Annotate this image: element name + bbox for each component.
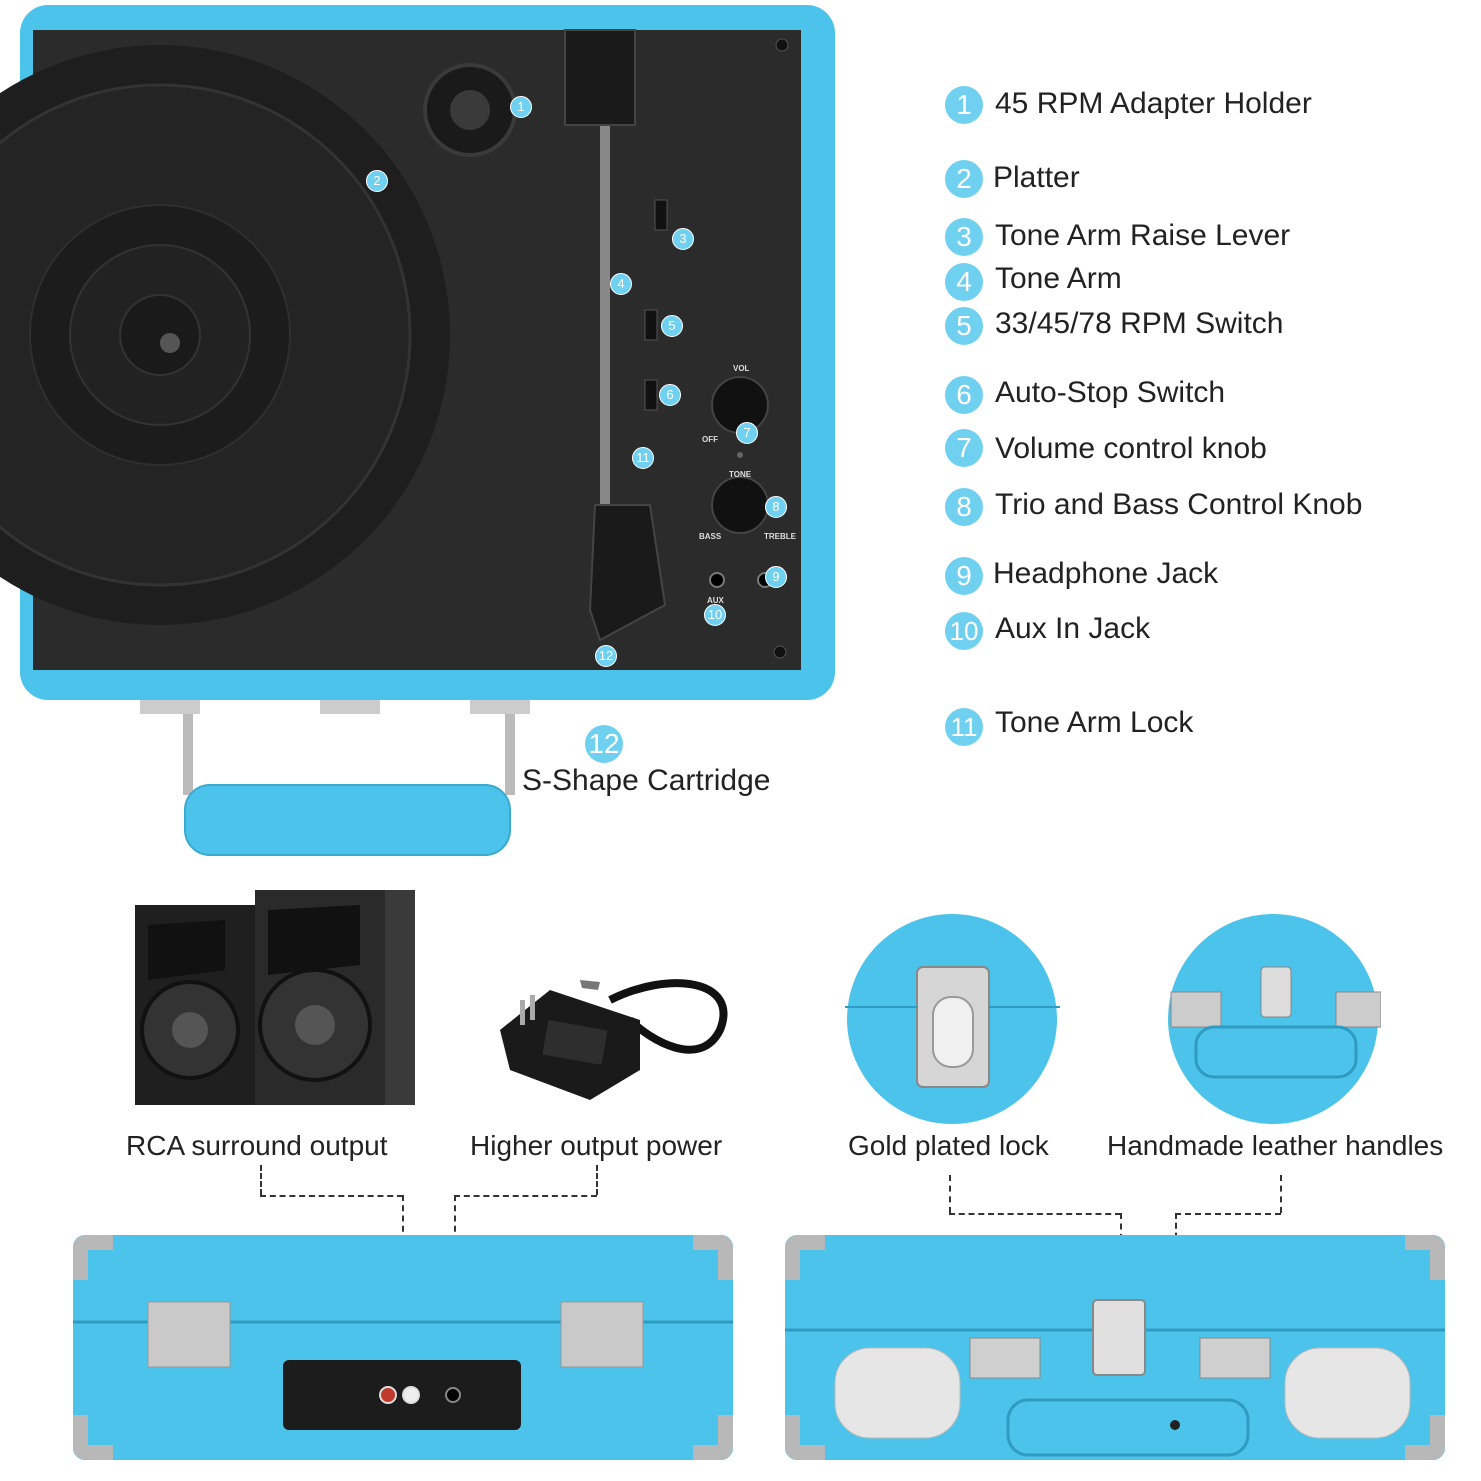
aux-label: AUX	[707, 596, 724, 605]
handles-connector-v1	[1280, 1175, 1282, 1213]
legend-label-4: Tone Arm	[995, 262, 1122, 295]
off-label: OFF	[702, 435, 718, 444]
lock-connector-h	[949, 1213, 1121, 1215]
handles-connector-h	[1175, 1213, 1281, 1215]
legend-badge-1: 1	[945, 86, 983, 124]
power-connector-h	[454, 1195, 597, 1197]
legend-badge-6: 6	[945, 376, 983, 414]
power-caption: Higher output power	[470, 1130, 723, 1161]
diagram-badge-5: 5	[661, 315, 683, 337]
tone-label: TONE	[729, 470, 752, 479]
legend-label-2: Platter	[993, 161, 1080, 194]
legend-label-5: 33/45/78 RPM Switch	[995, 307, 1284, 340]
diagram-badge-4: 4	[610, 273, 632, 295]
legend-label-3: Tone Arm Raise Lever	[995, 219, 1291, 252]
case-back-view	[68, 1230, 738, 1465]
diagram-badge-7: 7	[736, 422, 758, 444]
rca-caption: RCA surround output	[126, 1130, 388, 1161]
legend-label-9: Headphone Jack	[993, 557, 1219, 590]
legend-label-7: Volume control knob	[995, 432, 1267, 465]
cartridge-badge: 12	[585, 725, 623, 763]
rca-connector-v1	[260, 1165, 262, 1195]
legend-badge-8: 8	[945, 488, 983, 526]
legend-label-8: Trio and Bass Control Knob	[995, 488, 1363, 521]
power-adapter-image	[490, 960, 750, 1110]
handle-closeup-image	[1166, 912, 1382, 1127]
legend-badge-9: 9	[945, 557, 983, 595]
legend-badge-10: 10	[945, 612, 983, 650]
legend-badge-2: 2	[945, 160, 983, 198]
diagram-badge-3: 3	[672, 228, 694, 250]
diagram-badge-12: 12	[595, 645, 617, 667]
diagram-badge-2: 2	[366, 170, 388, 192]
diagram-badge-11: 11	[632, 447, 654, 469]
bass-label: BASS	[699, 532, 722, 541]
legend-label-6: Auto-Stop Switch	[995, 376, 1226, 409]
diagram-badge-10: 10	[704, 604, 726, 626]
legend-label-1: 45 RPM Adapter Holder	[995, 87, 1312, 120]
power-connector-v1	[596, 1165, 598, 1195]
legend-label-11: Tone Arm Lock	[995, 706, 1194, 739]
lock-closeup-image	[845, 912, 1060, 1127]
case-front-view	[780, 1230, 1450, 1470]
speakers-image	[130, 885, 430, 1115]
legend-badge-4: 4	[945, 263, 983, 301]
legend-badge-11: 11	[945, 708, 983, 746]
legend-badge-7: 7	[945, 429, 983, 467]
diagram-badge-9: 9	[765, 566, 787, 588]
lock-connector-v1	[949, 1175, 951, 1213]
turntable-top-view: VOL OFF TONE BASS TREBLE AUX 1 2 3 4 5 6…	[0, 0, 880, 870]
legend-label-10: Aux In Jack	[995, 612, 1151, 645]
legend-badge-5: 5	[945, 307, 983, 345]
cartridge-label: S-Shape Cartridge	[522, 764, 771, 797]
lock-caption: Gold plated lock	[848, 1130, 1049, 1161]
diagram-badge-1: 1	[510, 96, 532, 118]
diagram-badge-6: 6	[659, 384, 681, 406]
rca-connector-h	[260, 1195, 403, 1197]
treble-label: TREBLE	[764, 532, 796, 541]
vol-label: VOL	[733, 364, 750, 373]
diagram-badge-8: 8	[765, 496, 787, 518]
handles-caption: Handmade leather handles	[1107, 1130, 1444, 1161]
legend-badge-3: 3	[945, 218, 983, 256]
